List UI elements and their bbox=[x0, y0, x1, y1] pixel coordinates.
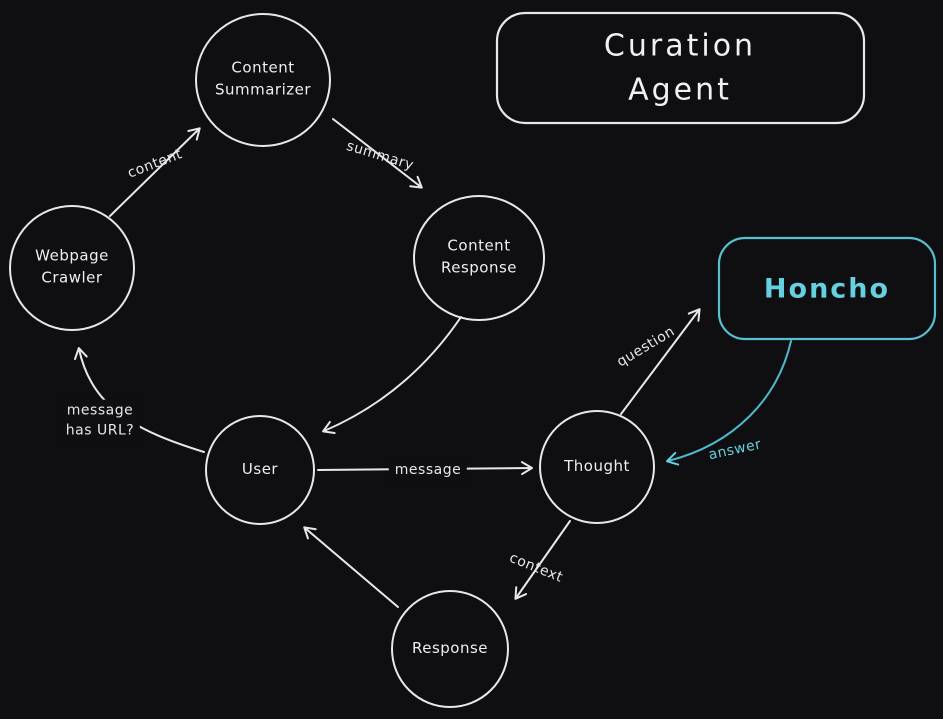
edge-response-to-user bbox=[303, 526, 399, 608]
edge-crawler-to-summarizer bbox=[109, 127, 201, 217]
node-label-webpage-crawler: Webpage Crawler bbox=[35, 246, 109, 286]
node-label-user: User bbox=[241, 460, 279, 479]
edge-summarizer-to-content-response bbox=[332, 118, 423, 189]
node-circle-content-response bbox=[413, 195, 545, 321]
edge-honcho-to-thought bbox=[666, 340, 792, 466]
curation-agent-box bbox=[495, 11, 866, 125]
honcho-label: Honcho bbox=[763, 273, 891, 305]
node-circle-user bbox=[205, 415, 315, 525]
node-label-thought: Thought bbox=[564, 457, 630, 476]
curation-agent-label: Curation Agent bbox=[603, 28, 757, 108]
node-label-content-response: Content Response bbox=[440, 236, 518, 276]
node-label-content-summarizer: Content Summarizer bbox=[214, 58, 312, 98]
edge-thought-to-honcho bbox=[620, 308, 701, 415]
edge-thought-to-response bbox=[514, 520, 571, 600]
honcho-box bbox=[717, 236, 937, 341]
edge-label-message: message bbox=[388, 458, 468, 482]
node-circle-response bbox=[391, 590, 509, 708]
node-circle-content-summarizer bbox=[195, 13, 331, 147]
node-circle-webpage-crawler bbox=[9, 205, 135, 331]
edge-label-message-has-url: message has URL? bbox=[59, 399, 141, 443]
edge-content-response-to-user bbox=[322, 316, 462, 434]
node-label-response: Response bbox=[411, 639, 489, 658]
node-circle-thought bbox=[539, 410, 655, 524]
